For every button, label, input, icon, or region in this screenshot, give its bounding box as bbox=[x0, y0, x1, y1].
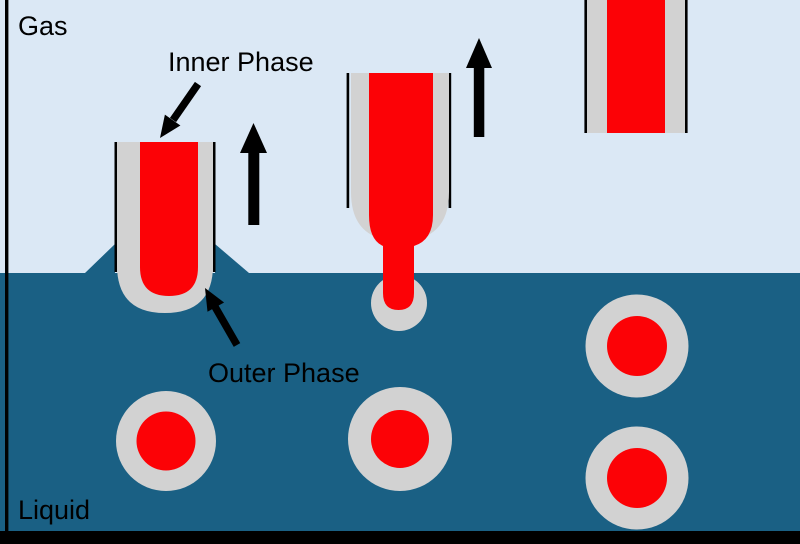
droplet-inner-core bbox=[607, 316, 667, 376]
droplet-inner-core bbox=[607, 448, 667, 508]
droplet-bottom-middle bbox=[348, 387, 452, 491]
nozzle-wall-line bbox=[114, 142, 118, 272]
bottom-boundary-bar bbox=[0, 531, 800, 544]
liquid-region-label: Liquid bbox=[18, 495, 90, 525]
arrow-head bbox=[205, 288, 225, 312]
arrow-head bbox=[466, 38, 492, 68]
inner-phase-column bbox=[607, 0, 665, 133]
meniscus-right bbox=[215, 244, 249, 273]
outer-phase-pointer-arrow-icon bbox=[205, 288, 241, 347]
nozzle-wall-line bbox=[212, 142, 216, 272]
droplet-inner-core bbox=[371, 410, 429, 468]
outer-phase-label: Outer Phase bbox=[208, 358, 360, 388]
droplet-right-top bbox=[585, 294, 689, 398]
inner-phase-label: Inner Phase bbox=[168, 47, 314, 77]
meniscus-left bbox=[85, 244, 115, 273]
nozzle-wall-line bbox=[584, 0, 587, 133]
arrow-head bbox=[240, 123, 267, 153]
droplet-bottom-left bbox=[116, 391, 216, 491]
arrow-shaft bbox=[248, 151, 260, 225]
inner-phase-column bbox=[140, 142, 198, 296]
up-arrow-icon bbox=[466, 38, 492, 137]
arrow-shaft bbox=[473, 66, 485, 137]
up-arrow-icon bbox=[240, 123, 267, 225]
arrow-head bbox=[160, 114, 181, 138]
arrow-shaft bbox=[210, 303, 241, 347]
gas-region-label: Gas bbox=[18, 11, 68, 41]
nozzle-submerged bbox=[114, 142, 216, 313]
inner-phase-pointer-arrow-icon bbox=[160, 81, 202, 138]
nozzle-detaching bbox=[346, 73, 452, 331]
nozzle-wall-line bbox=[346, 73, 350, 208]
droplet-right-bottom bbox=[585, 426, 689, 530]
inner-phase-stream bbox=[369, 73, 433, 310]
nozzle-wall-line bbox=[685, 0, 688, 133]
arrow-shaft bbox=[169, 81, 202, 123]
nozzle-lifted bbox=[584, 0, 688, 133]
droplet-inner-core bbox=[136, 411, 196, 471]
left-boundary-line bbox=[5, 0, 9, 544]
nozzle-wall-line bbox=[448, 73, 452, 208]
